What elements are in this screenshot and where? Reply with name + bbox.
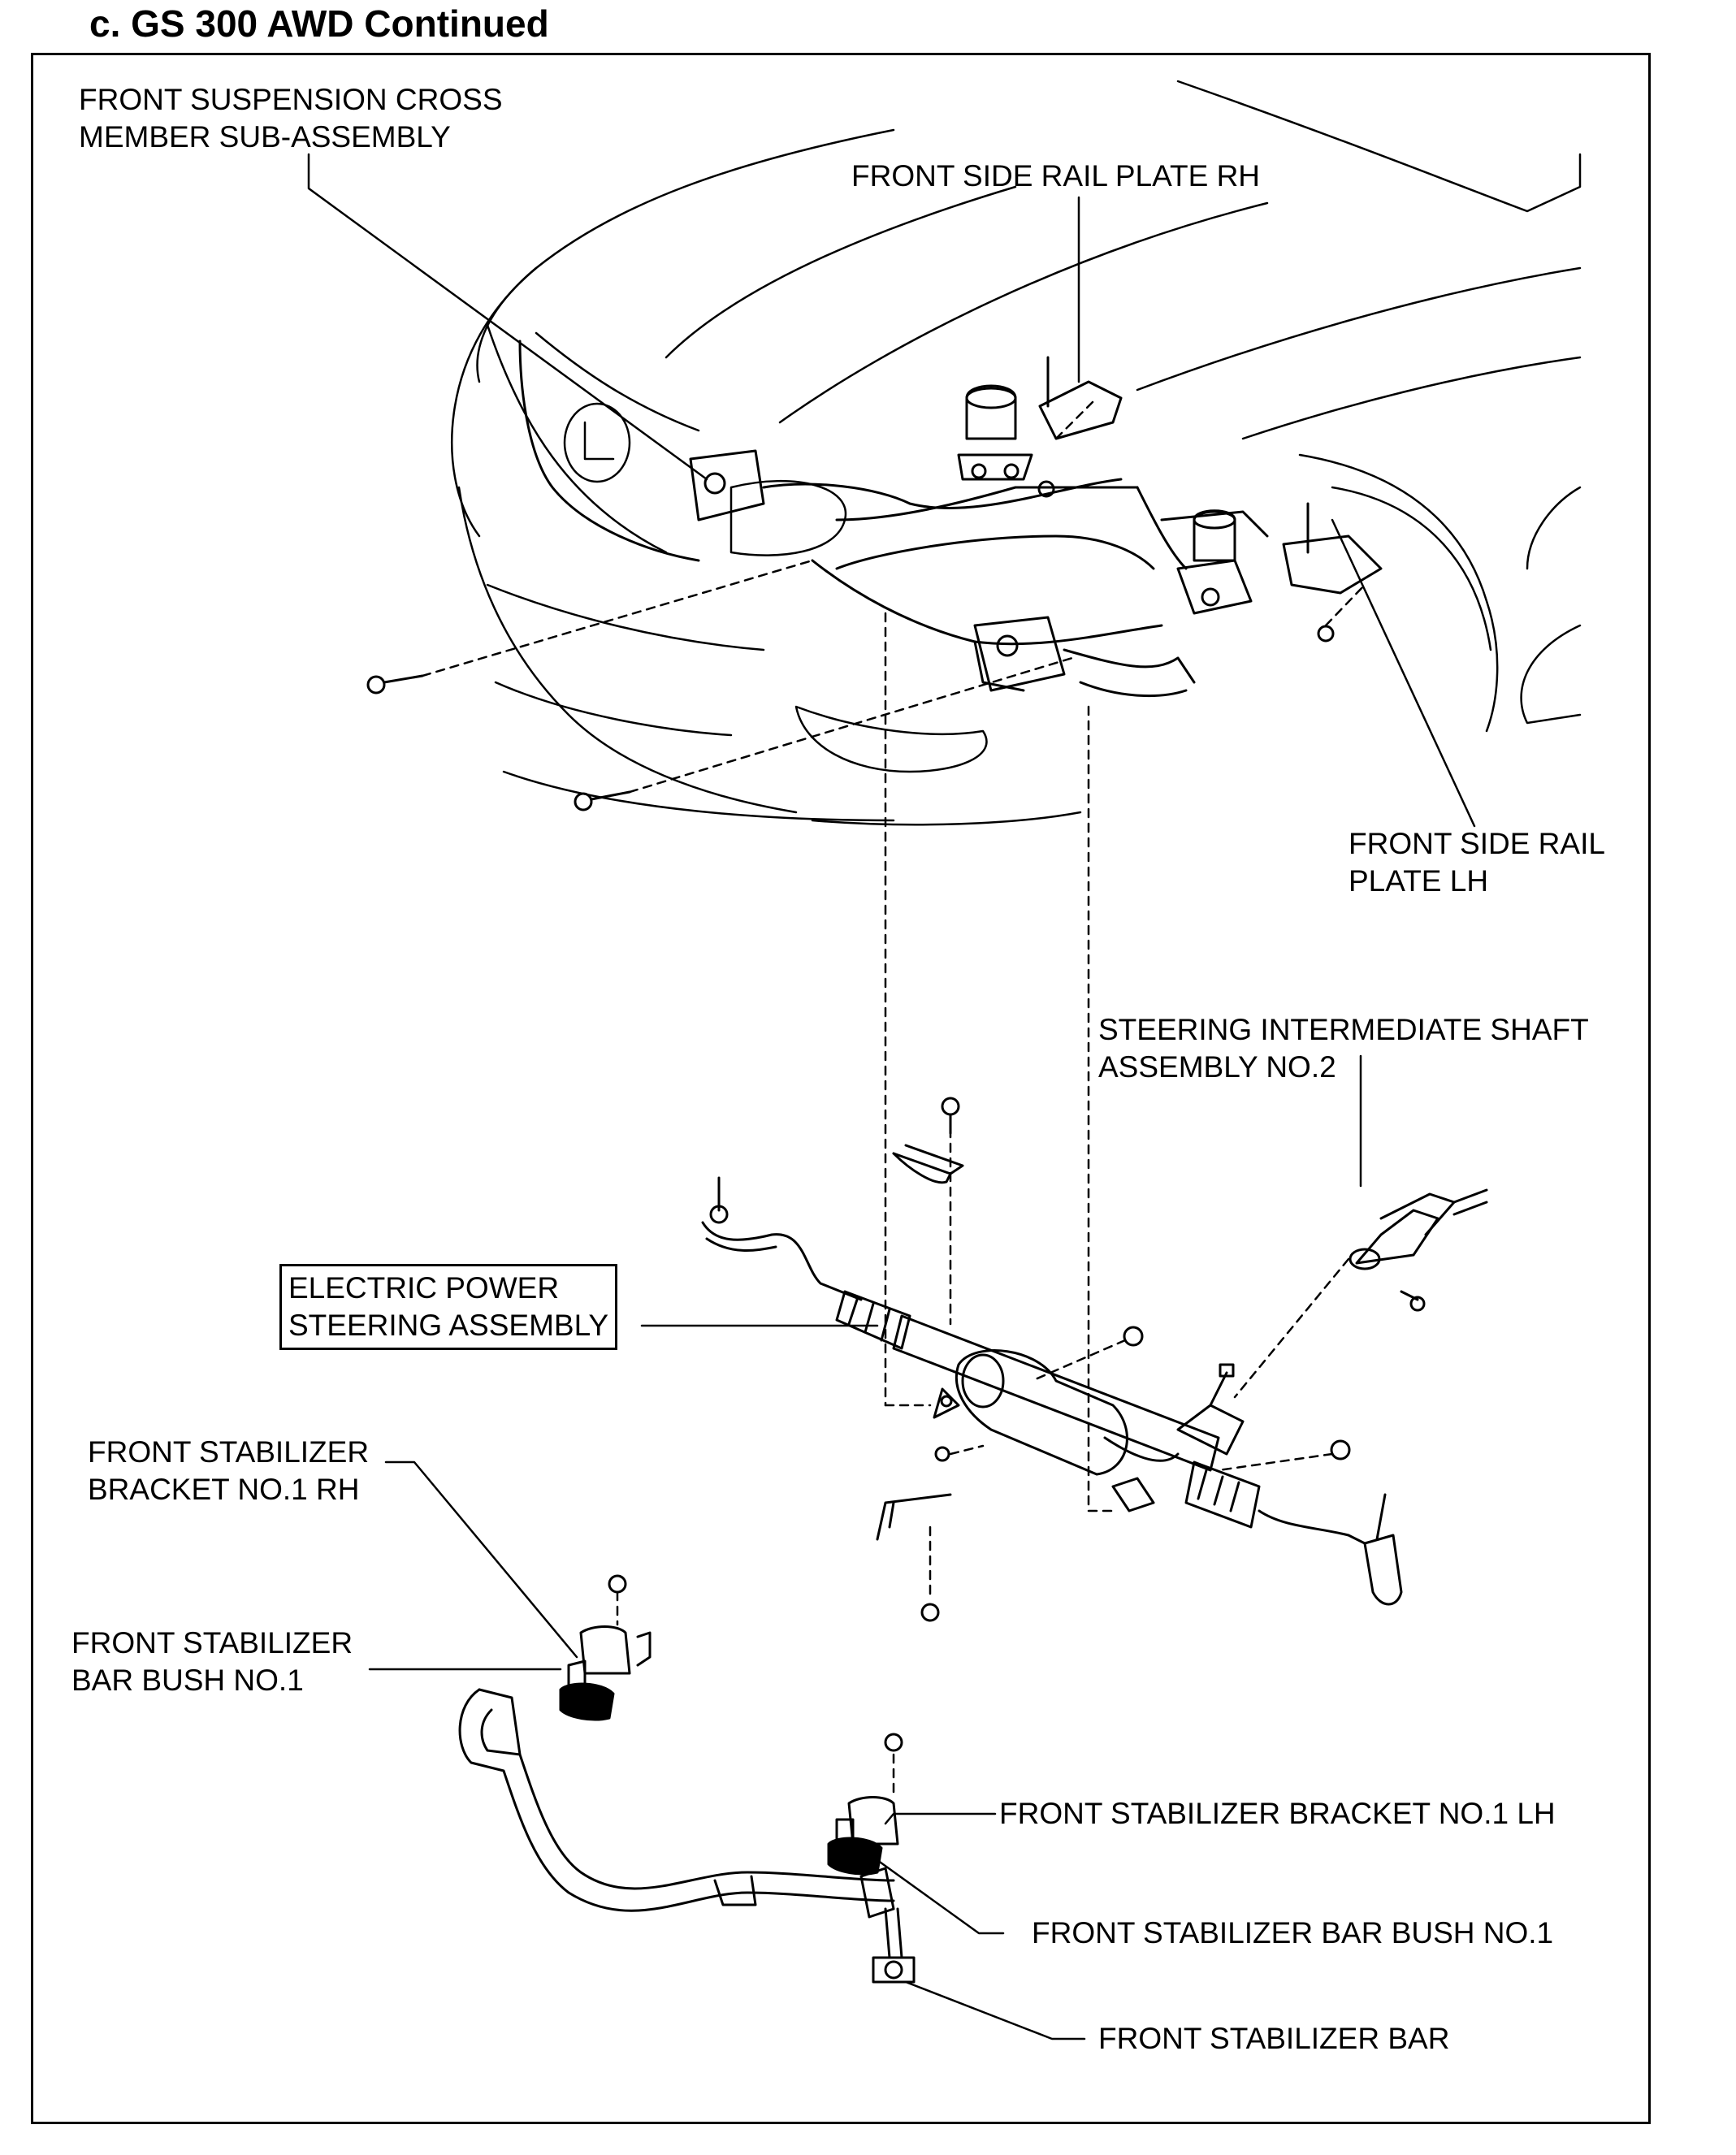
bolts-upper <box>366 480 1335 811</box>
label-stabilizer-bracket-rh: FRONT STABILIZER BRACKET NO.1 RH <box>88 1435 370 1506</box>
bolt-icon <box>1037 480 1055 498</box>
bolt-icon <box>941 1097 960 1116</box>
bolt-icon <box>366 675 386 695</box>
stabilizer-bar <box>458 1688 916 1984</box>
label-stabilizer-bracket-lh: FRONT STABILIZER BRACKET NO.1 LH <box>999 1797 1556 1830</box>
leader-lines <box>307 153 1476 2040</box>
nut-icon <box>1123 1326 1144 1347</box>
label-eps-assembly: ELECTRIC POWER STEERING ASSEMBLY <box>279 1264 618 1350</box>
label-side-rail-plate-rh: FRONT SIDE RAIL PLATE RH <box>851 159 1261 193</box>
bolt-icon <box>1409 1296 1426 1312</box>
bolt-icon <box>1317 625 1335 643</box>
page-heading: c. GS 300 AWD Continued <box>89 2 549 45</box>
bolt-icon <box>920 1603 940 1622</box>
assembly-guide-lines <box>421 400 1366 1797</box>
car-body-outline <box>451 80 1582 826</box>
bolt-icon <box>608 1574 627 1594</box>
label-cross-member: FRONT SUSPENSION CROSS MEMBER SUB-ASSEMB… <box>79 83 503 154</box>
label-intermediate-shaft: STEERING INTERMEDIATE SHAFT ASSEMBLY NO.… <box>1098 1013 1589 1084</box>
side-rail-plates <box>1038 356 1383 595</box>
bolt-icon <box>884 1733 903 1752</box>
bolt-icon <box>934 1446 950 1462</box>
rack-fasteners <box>876 1097 1426 1622</box>
label-stabilizer-bar: FRONT STABILIZER BAR <box>1098 2022 1450 2055</box>
bolt-icon <box>574 792 593 811</box>
stabilizer-rh-parts <box>559 1574 652 1721</box>
diagram-frame <box>31 53 1651 2124</box>
lexus-emblem-icon <box>563 402 631 483</box>
nut-icon <box>1330 1439 1351 1460</box>
label-stabilizer-bush-rh: FRONT STABILIZER BAR BUSH NO.1 <box>71 1626 353 1697</box>
label-stabilizer-bush-lh: FRONT STABILIZER BAR BUSH NO.1 <box>1032 1916 1554 1949</box>
steering-rack <box>701 1152 1403 1606</box>
intermediate-shaft <box>1349 1188 1488 1270</box>
cross-member-sub-assembly <box>689 384 1269 698</box>
stabilizer-lh-parts <box>827 1733 903 1876</box>
label-side-rail-plate-lh: FRONT SIDE RAIL PLATE LH <box>1349 827 1605 898</box>
